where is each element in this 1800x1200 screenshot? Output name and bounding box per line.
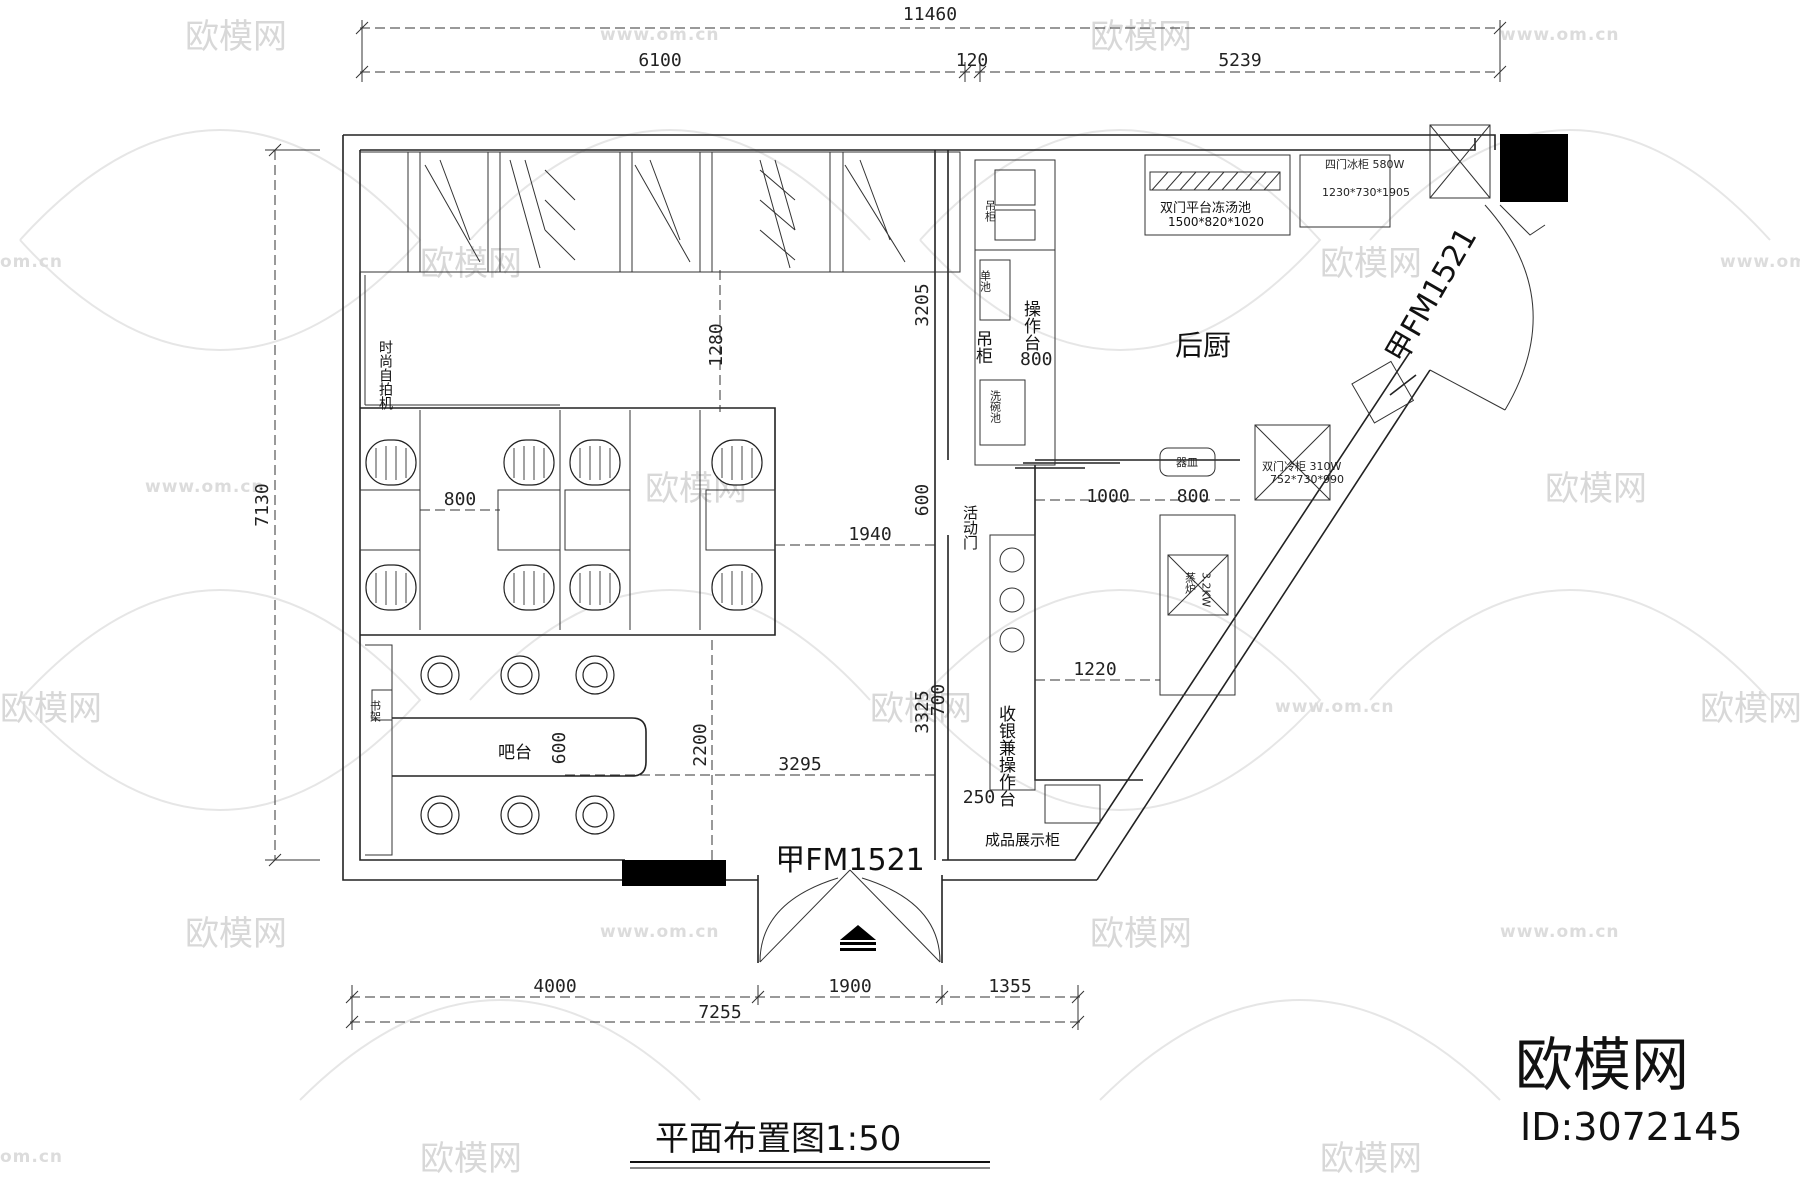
dim-top-left: 6100: [638, 50, 681, 71]
dim-2200: 2200: [690, 723, 711, 766]
door-cabinet-label: 双门冷柜 310W: [1262, 459, 1341, 473]
steamer-size: 3.2KW: [1200, 572, 1213, 607]
watermark-brand: 欧模网: [185, 914, 287, 954]
dim-bottom-right: 1355: [988, 976, 1031, 997]
watermark-layer: 欧模网 www.om.cn 欧模网 www.om.cn om.cn 欧模网 欧模…: [0, 17, 1800, 1179]
freezer-label: 双门平台冻汤池: [1160, 200, 1251, 216]
column-block: [1500, 134, 1568, 202]
dim-bottom-mid: 1900: [828, 976, 871, 997]
utensil-label: 器皿: [1176, 456, 1198, 469]
interior-dimensions: 1280 800 1940 600 3205 2200 3295 3325 70…: [420, 270, 1240, 860]
watermark-brand-large: 欧模网: [1515, 1031, 1689, 1099]
column-block: [622, 860, 726, 886]
watermark-brand: 欧模网: [1545, 469, 1647, 509]
kitchen-top-equipment: 双门平台冻汤池 1500*820*1020 四门冰柜 580W 1230*730…: [1144, 124, 1491, 362]
dim-3325: 3325: [912, 690, 933, 733]
watermark-brand: 欧模网: [1090, 17, 1192, 57]
dim-left-total: 7130: [252, 483, 273, 526]
dish-basin-label: 洗碗池: [989, 390, 1002, 423]
dim-700: 700: [928, 684, 949, 717]
watermark-url: www.om.cn: [145, 477, 265, 497]
dim-600-bar: 600: [549, 732, 570, 765]
display-shelf-label: 成品展示柜: [985, 831, 1060, 849]
dim-1280: 1280: [706, 323, 727, 366]
dim-top-mid: 120: [956, 50, 989, 71]
dim-3205: 3205: [912, 283, 933, 326]
watermark-url: www.om.cn: [1720, 252, 1800, 272]
watermark-url: om.cn: [0, 252, 63, 272]
kitchen-right-equipment: 器皿 双门冷柜 310W 752*730*990 蒸炉 3.2KW: [1159, 360, 1415, 696]
kitchen-left-equipment: 吊柜 单池 操作台 吊柜 800 洗碗池 活动门: [961, 159, 1085, 551]
cashier-counter: 收银兼操作台 成品展示柜: [985, 534, 1101, 849]
drawing-title-block: 平面布置图1:50: [630, 1119, 990, 1169]
watermark-brand: 欧模网: [420, 244, 522, 284]
bar-label: 吧台: [498, 743, 532, 763]
cashier-label: 收银兼操作台: [995, 705, 1016, 807]
watermark-id: ID:3072145: [1520, 1105, 1743, 1149]
watermark-url: www.om.cn: [1275, 697, 1395, 717]
dim-1940: 1940: [848, 524, 891, 545]
dim-800-right: 800: [1177, 486, 1210, 507]
cabinet-mid-label: 吊柜: [972, 330, 993, 364]
photo-booth: 时尚自拍机: [364, 275, 560, 411]
dim-top-right: 5239: [1218, 50, 1261, 71]
main-door-tag: 甲FM1521: [775, 843, 925, 878]
freezer-size: 1500*820*1020: [1168, 215, 1264, 229]
kitchen-label: 后厨: [1175, 329, 1231, 362]
watermark-brand: 欧模网: [1090, 914, 1192, 954]
watermark-brand: 欧模网: [1320, 1139, 1422, 1179]
watermark-url: www.om.cn: [1500, 25, 1620, 45]
bookshelf-label: 书架: [369, 700, 382, 722]
fridge-label: 四门冰柜 580W: [1325, 157, 1404, 171]
watermark-url: www.om.cn: [600, 922, 720, 942]
work-table-label: 操作台: [1020, 300, 1041, 351]
cabinet-top-label: 吊柜: [984, 200, 997, 223]
dim-250: 250: [963, 787, 996, 808]
photo-booth-label: 时尚自拍机: [377, 340, 393, 411]
dim-800-table: 800: [444, 489, 477, 510]
dim-1000: 1000: [1086, 486, 1129, 507]
kitchen-partitions: [1023, 459, 1240, 781]
doors: 甲FM1521 甲FM1521: [759, 204, 1546, 963]
entrance-arrow-icon: [840, 925, 876, 940]
watermark-brand: 欧模网: [870, 689, 972, 729]
watermark-url: om.cn: [0, 1147, 63, 1167]
dim-800-cabinet: 800: [1020, 349, 1053, 370]
dim-bottom-total: 7255: [698, 1002, 741, 1023]
bar-area: 书架 吧台: [365, 644, 647, 856]
dining-area: [359, 407, 776, 636]
watermark-brand: 欧模网: [0, 689, 102, 729]
drawing-title: 平面布置图1:50: [655, 1119, 901, 1159]
booth-row: [359, 151, 961, 273]
dim-3295: 3295: [778, 754, 821, 775]
watermark-brand: 欧模网: [1320, 244, 1422, 284]
dimension-lines: 11460 6100 120 5239 7130 4000 1900 1355 …: [252, 4, 1507, 1030]
door-cabinet-size: 752*730*990: [1270, 473, 1344, 486]
sliding-door-label: 活动门: [961, 505, 979, 551]
single-basin-label: 单池: [979, 270, 992, 292]
dim-600-door: 600: [912, 484, 933, 517]
dim-1220: 1220: [1073, 659, 1116, 680]
watermark-brand: 欧模网: [420, 1139, 522, 1179]
fridge-size: 1230*730*1905: [1322, 186, 1410, 199]
watermark-url: www.om.cn: [600, 25, 720, 45]
dim-top-total: 11460: [903, 4, 957, 25]
walls: [342, 134, 1568, 963]
watermark-url: www.om.cn: [1500, 922, 1620, 942]
watermark-brand: 欧模网: [185, 17, 287, 57]
steamer-label: 蒸炉: [1184, 572, 1197, 595]
watermark-brand: 欧模网: [1700, 689, 1800, 729]
id-watermark: 欧模网 ID:3072145: [1515, 1031, 1743, 1149]
dim-bottom-left: 4000: [533, 976, 576, 997]
